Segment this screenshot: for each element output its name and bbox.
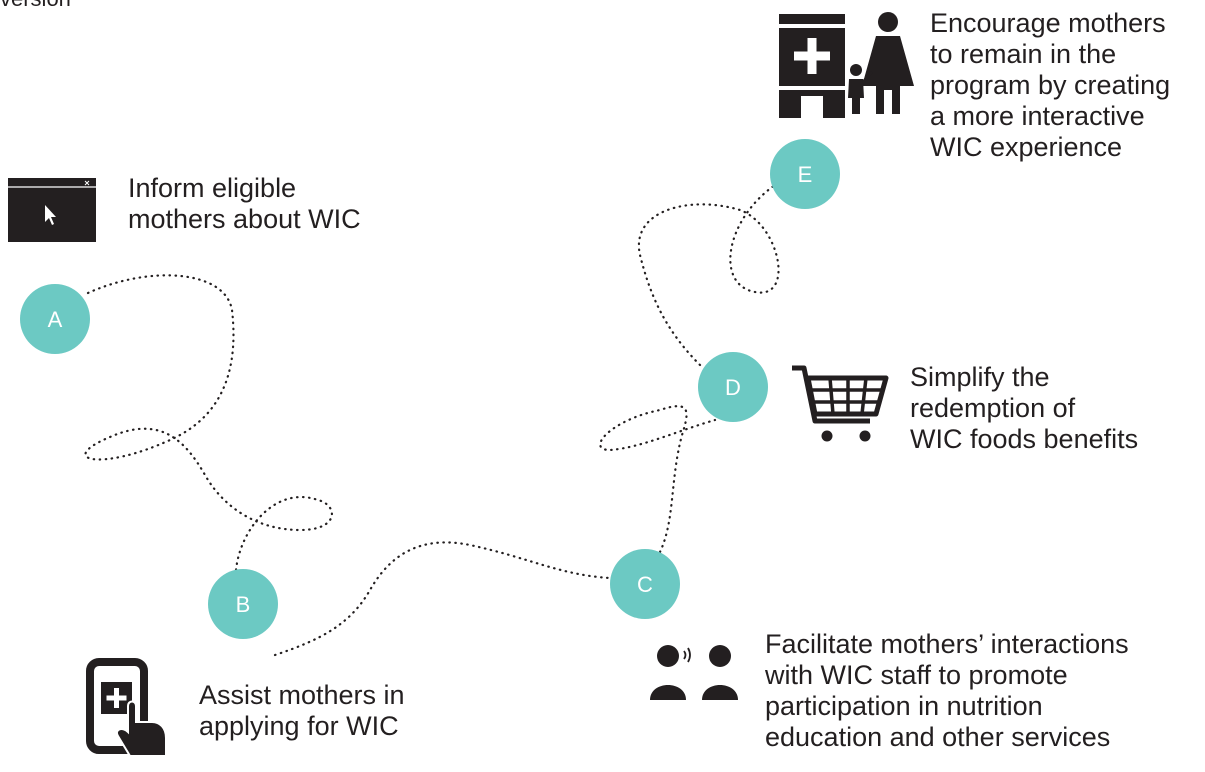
shopping-cart-icon [792,365,889,442]
step-e-line: a more interactive [930,101,1145,131]
step-d-line: Simplify the [910,362,1050,392]
step-e-line: WIC experience [930,132,1123,162]
step-b-line: applying for WIC [199,711,399,741]
step-e-line: program by creating [930,70,1171,100]
step-c-label: Facilitate mothers’ interactions with WI… [765,629,1129,753]
step-e-line: Encourage mothers [930,8,1166,38]
node-c: C [610,549,680,619]
step-a-line: Inform eligible [128,173,297,203]
browser-window-icon [8,178,96,242]
step-d-line: redemption of [910,393,1076,423]
step-d-label: Simplify the redemption of WIC foods ben… [910,362,1138,455]
clinic-mother-child-icon [779,12,914,118]
node-b-letter: B [236,592,251,617]
step-b-label: Assist mothers in applying for WIC [199,680,405,742]
node-c-letter: C [637,572,653,597]
people-talking-icon [650,645,738,700]
step-c-line: Facilitate mothers’ interactions [765,629,1129,659]
node-e: E [770,139,840,209]
node-d-letter: D [725,375,741,400]
node-a: A [20,284,90,354]
step-c-line: with WIC staff to promote [765,660,1068,690]
node-d: D [698,352,768,422]
tablet-add-icon [86,658,167,757]
node-a-letter: A [48,307,63,332]
step-b-line: Assist mothers in [199,680,405,710]
step-c-line: education and other services [765,722,1111,752]
journey-path [84,183,780,657]
node-b: B [208,569,278,639]
node-e-letter: E [798,162,813,187]
step-e-label: Encourage mothers to remain in the progr… [930,8,1170,163]
step-d-line: WIC foods benefits [910,424,1139,454]
clipped-header-text: version [0,0,71,12]
step-e-line: to remain in the [930,39,1117,69]
step-a-line: mothers about WIC [128,204,361,234]
step-a-label: Inform eligible mothers about WIC [128,173,361,235]
step-c-line: participation in nutrition [765,691,1043,721]
